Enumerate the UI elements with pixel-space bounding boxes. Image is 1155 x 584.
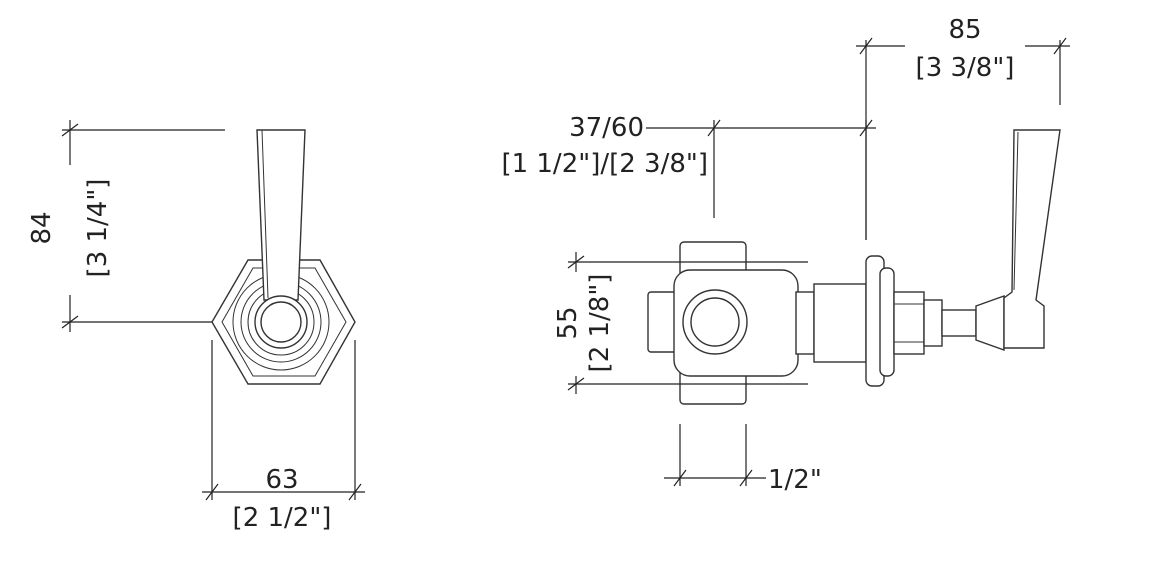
width-in-label: [2 1/2"] — [233, 503, 332, 533]
connection-tick-right — [739, 469, 753, 487]
width-mm-label: 63 — [265, 465, 298, 495]
wall-range-in-label: [1 1/2"]/[2 3/8"] — [501, 149, 708, 179]
handle-base-taper — [975, 295, 1005, 351]
width-tick-left — [205, 483, 219, 501]
wall-range-tick-left — [707, 119, 721, 137]
height-tick-top — [61, 123, 79, 137]
stem-shaft — [941, 309, 977, 337]
front-view: 84 [3 1/4"] 63 [2 1/2"] — [27, 120, 365, 533]
side-view: 85 [3 3/8"] 37/60 [1 1/2"]/[2 3/8"] 55 [… — [501, 12, 1070, 495]
stem-collar — [923, 299, 943, 347]
lever-handle-profile — [1003, 129, 1061, 349]
valve-neck — [795, 291, 815, 355]
wall-range-mm-label: 37/60 — [569, 113, 644, 143]
height-in-label: [3 1/4"] — [83, 179, 113, 278]
connection-tick-left — [673, 469, 687, 487]
body-height-mm-label: 55 — [553, 306, 583, 339]
valve-bonnet — [813, 283, 867, 363]
body-height-in-label: [2 1/8"] — [585, 274, 615, 373]
valve-port-inner — [690, 297, 740, 347]
width-tick-right — [348, 483, 362, 501]
height-tick-bottom — [61, 315, 79, 329]
lever-handle-profile-edge — [1013, 131, 1019, 291]
escutcheon-flange — [879, 267, 895, 377]
projection-tick-left — [859, 37, 873, 55]
stem-nut — [893, 291, 925, 355]
lever-handle — [256, 129, 306, 301]
handle-hub-inner — [260, 301, 302, 343]
hex-escutcheon-inner — [221, 267, 347, 377]
lever-handle-edge — [261, 129, 269, 299]
projection-mm-label: 85 — [948, 15, 981, 45]
projection-tick-right — [1053, 37, 1067, 55]
connection-label: 1/2" — [768, 465, 822, 495]
body-height-tick-bottom — [567, 377, 585, 391]
projection-in-label: [3 3/8"] — [916, 53, 1015, 83]
wall-range-tick-right — [859, 119, 873, 137]
height-mm-label: 84 — [27, 211, 57, 244]
body-height-tick-top — [567, 255, 585, 269]
